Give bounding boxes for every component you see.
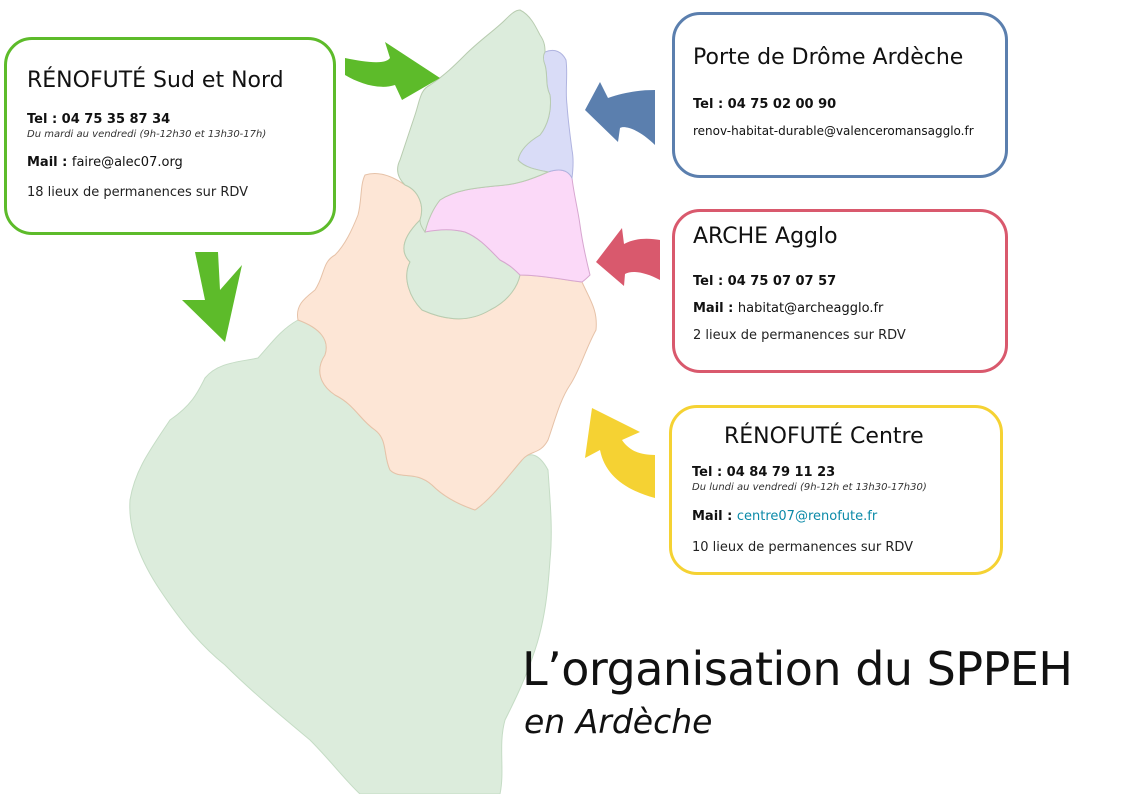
card-porte-drome-ardeche: Porte de Drôme Ardèche Tel : 04 75 02 00… — [672, 12, 1008, 178]
card-title: ARCHE Agglo — [693, 224, 838, 249]
card-renofute-centre: RÉNOFUTÉ Centre Tel : 04 84 79 11 23 Du … — [669, 405, 1003, 575]
card-phone[interactable]: Tel : 04 84 79 11 23 — [692, 465, 836, 480]
card-mail-label: Mail : — [692, 509, 737, 524]
card-hours: Du mardi au vendredi (9h-12h30 et 13h30-… — [27, 129, 267, 140]
card-permanences: 10 lieux de permanences sur RDV — [692, 540, 914, 555]
page-title: L’organisation du SPPEH — [522, 642, 1073, 696]
card-title: Porte de Drôme Ardèche — [693, 45, 964, 70]
card-mail-link[interactable]: habitat@archeagglo.fr — [737, 301, 884, 316]
arrow-green-down — [182, 252, 242, 342]
card-renofute-sud-nord: RÉNOFUTÉ Sud et Nord Tel : 04 75 35 87 3… — [4, 37, 336, 235]
card-title: RÉNOFUTÉ Centre — [724, 424, 924, 449]
arrow-red — [596, 228, 660, 286]
card-mail-label: Mail : — [693, 301, 738, 316]
card-permanences: 2 lieux de permanences sur RDV — [693, 328, 906, 343]
card-arche-agglo: ARCHE Agglo Tel : 04 75 07 07 57 Mail : … — [672, 209, 1008, 373]
arrow-yellow — [585, 408, 655, 498]
card-mail: Mail : centre07@renofute.fr — [692, 509, 877, 524]
card-mail: Mail : faire@alec07.org — [27, 155, 183, 170]
card-title: RÉNOFUTÉ Sud et Nord — [27, 68, 284, 93]
card-permanences: 18 lieux de permanences sur RDV — [27, 185, 249, 200]
card-mail-link[interactable]: centre07@renofute.fr — [736, 509, 878, 524]
card-mail-link[interactable]: faire@alec07.org — [71, 155, 183, 170]
arrow-blue — [585, 82, 655, 145]
card-hours: Du lundi au vendredi (9h-12h et 13h30-17… — [692, 482, 927, 493]
region-north — [397, 9, 551, 234]
card-phone[interactable]: Tel : 04 75 07 07 57 — [693, 274, 837, 289]
card-phone[interactable]: Tel : 04 75 02 00 90 — [693, 97, 837, 112]
card-phone[interactable]: Tel : 04 75 35 87 34 — [27, 112, 171, 127]
card-mail-link[interactable]: renov-habitat-durable@valenceromansagglo… — [693, 124, 974, 138]
card-mail: Mail : habitat@archeagglo.fr — [693, 301, 883, 316]
card-mail-label: Mail : — [27, 155, 72, 170]
page-subtitle: en Ardèche — [524, 702, 713, 741]
arrow-green-top — [345, 42, 440, 100]
